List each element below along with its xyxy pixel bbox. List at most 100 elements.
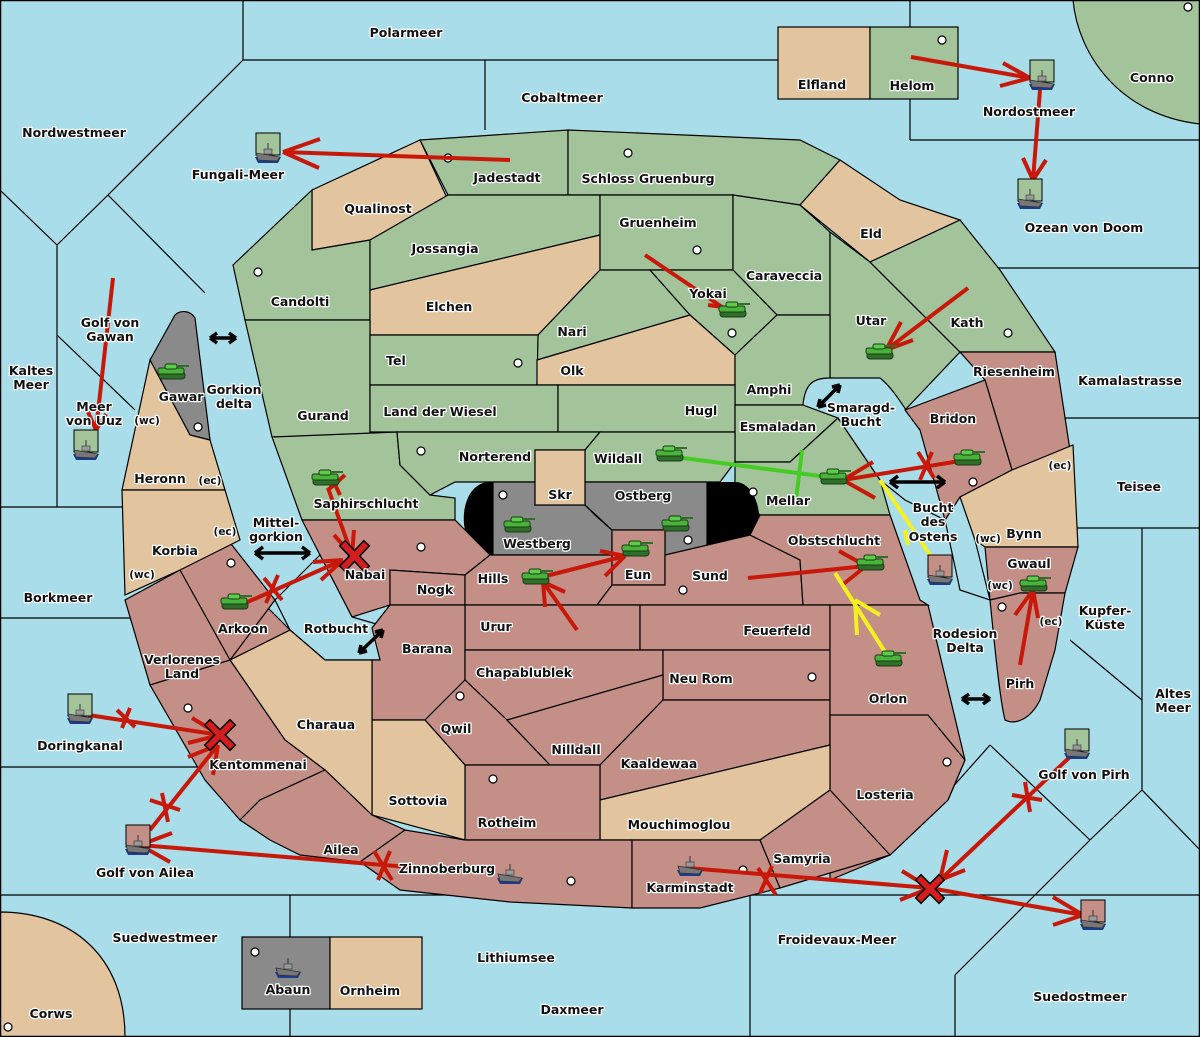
- label-jadestadt: Jadestadt: [472, 170, 540, 185]
- label-nordwestmeer: Nordwestmeer: [22, 125, 127, 140]
- move-arrow: [929, 886, 1085, 927]
- label-ostberg: Ostberg: [615, 488, 672, 503]
- label-barana: Barana: [402, 641, 452, 656]
- territory-samyria[interactable]: [759, 789, 892, 889]
- territory-gruenheim[interactable]: [599, 194, 734, 271]
- coast-tag: (wc): [129, 569, 155, 581]
- label-cobaltmeer: Cobaltmeer: [521, 90, 603, 105]
- label-gorkion-delta-1: Gorkion: [206, 382, 261, 397]
- label-conno: Conno: [1130, 70, 1175, 85]
- label-yokai: Yokai: [688, 286, 727, 301]
- convoy-arrow: [833, 571, 892, 662]
- label-kaltes-meer-1: Kaltes: [9, 363, 53, 378]
- label-mellar: Mellar: [766, 493, 811, 508]
- territory-elfland[interactable]: [777, 26, 871, 100]
- dislodged-x-icon: [340, 541, 369, 571]
- label-rotbucht: Rotbucht: [304, 621, 368, 636]
- territory-kath[interactable]: [868, 219, 1057, 353]
- label-kupfer-kueste-1: Kupfer-: [1079, 603, 1132, 618]
- label-lithiumsee: Lithiumsee: [477, 950, 555, 965]
- label-nordostmeer: Nordostmeer: [983, 104, 1076, 119]
- label-bucht-des-ostens-1: Bucht: [913, 500, 954, 515]
- label-mittelgorkion-1: Mittel-: [253, 515, 300, 530]
- territory-skr[interactable]: [534, 449, 586, 506]
- label-kath: Kath: [951, 315, 984, 330]
- territory-conno[interactable]: [1072, 0, 1200, 125]
- territory-obstschlucht[interactable]: [749, 514, 931, 606]
- label-charaua: Charaua: [297, 717, 355, 732]
- label-esmaladan: Esmaladan: [740, 419, 816, 434]
- label-wildall: Wildall: [594, 451, 642, 466]
- label-ozean-von-doom: Ozean von Doom: [1025, 220, 1144, 235]
- continent: [121, 129, 1079, 909]
- territory-pirh[interactable]: [989, 592, 1066, 723]
- territory-corws[interactable]: [0, 911, 126, 1037]
- move-arrow: [242, 558, 345, 606]
- territory-korbia[interactable]: [121, 489, 241, 596]
- label-samyria: Samyria: [773, 851, 831, 866]
- label-norterend: Norterend: [459, 449, 531, 464]
- label-ailea: Ailea: [323, 842, 358, 857]
- label-heronn: Heronn: [134, 471, 186, 486]
- failed-order-x-icon: [1011, 781, 1043, 813]
- supply-centers: [3, 2, 1193, 1032]
- label-chapablublek: Chapablublek: [476, 665, 573, 680]
- label-helom: Helom: [890, 78, 935, 93]
- label-kupfer-kueste-2: Küste: [1085, 617, 1125, 632]
- label-nogk: Nogk: [417, 582, 454, 597]
- label-olk: Olk: [560, 363, 584, 378]
- failed-order-x-icon: [149, 792, 181, 823]
- label-hills: Hills: [478, 571, 509, 586]
- support-arrow: [682, 449, 836, 501]
- territory-heronn[interactable]: [121, 358, 226, 491]
- label-orlon: Orlon: [869, 691, 908, 706]
- label-nabai: Nabai: [345, 567, 386, 582]
- move-arrow: [1013, 588, 1040, 666]
- label-karminstadt: Karminstadt: [646, 880, 733, 895]
- move-arrow: [841, 458, 967, 500]
- label-caraveccia: Caraveccia: [746, 268, 822, 283]
- label-eld: Eld: [860, 226, 882, 241]
- label-jossangia: Jossangia: [410, 241, 478, 256]
- label-nilldall: Nilldall: [551, 742, 600, 757]
- label-westberg: Westberg: [503, 536, 571, 551]
- label-rodesion-delta-1: Rodesion: [933, 626, 998, 641]
- label-golf-von-gawan-1: Golf von: [81, 315, 140, 330]
- label-tel: Tel: [386, 353, 406, 368]
- double-arrow-icon: [816, 383, 842, 409]
- label-bucht-des-ostens-2: des: [921, 514, 946, 529]
- territory-karminstadt[interactable]: [631, 839, 781, 909]
- label-fungali-meer: Fungali-Meer: [192, 167, 285, 182]
- label-utar: Utar: [856, 313, 888, 328]
- label-gawar: Gawar: [159, 389, 205, 404]
- label-mouchimoglou: Mouchimoglou: [628, 817, 731, 832]
- label-amphi: Amphi: [747, 382, 792, 397]
- label-abaun: Abaun: [266, 982, 311, 997]
- double-arrow-icon: [888, 474, 947, 490]
- label-kaaldewaa: Kaaldewaa: [621, 756, 698, 771]
- label-bynn: Bynn: [1006, 526, 1041, 541]
- label-altes-meer-1: Altes: [1155, 686, 1191, 701]
- label-rotheim: Rotheim: [478, 815, 537, 830]
- label-teisee: Teisee: [1117, 479, 1161, 494]
- double-arrow-icon: [960, 692, 992, 706]
- coast-tag: (wc): [134, 415, 160, 427]
- territory-ornheim[interactable]: [329, 936, 423, 1010]
- failed-order-x-icon: [916, 450, 936, 481]
- failed-order-x-icon: [115, 707, 137, 729]
- label-schloss-gruenburg: Schloss Gruenburg: [581, 171, 714, 186]
- failed-order-x-icon: [756, 865, 778, 897]
- label-gorkion-delta-2: delta: [216, 396, 252, 411]
- label-bucht-des-ostens-3: Ostens: [909, 529, 958, 544]
- double-arrow-icon: [253, 545, 312, 561]
- label-qwil: Qwil: [441, 721, 472, 736]
- label-feuerfeld: Feuerfeld: [743, 623, 810, 638]
- label-zinnoberburg: Zinnoberburg: [399, 861, 495, 876]
- label-froidevaux-meer: Froidevaux-Meer: [778, 932, 897, 947]
- double-arrow-icon: [208, 331, 238, 345]
- label-suedwestmeer: Suedwestmeer: [113, 930, 219, 945]
- territory-schloss-gruenburg[interactable]: [567, 129, 841, 206]
- label-meer-von-uuz-1: Meer: [76, 399, 112, 414]
- label-verlorenes-land-2: Land: [165, 666, 199, 681]
